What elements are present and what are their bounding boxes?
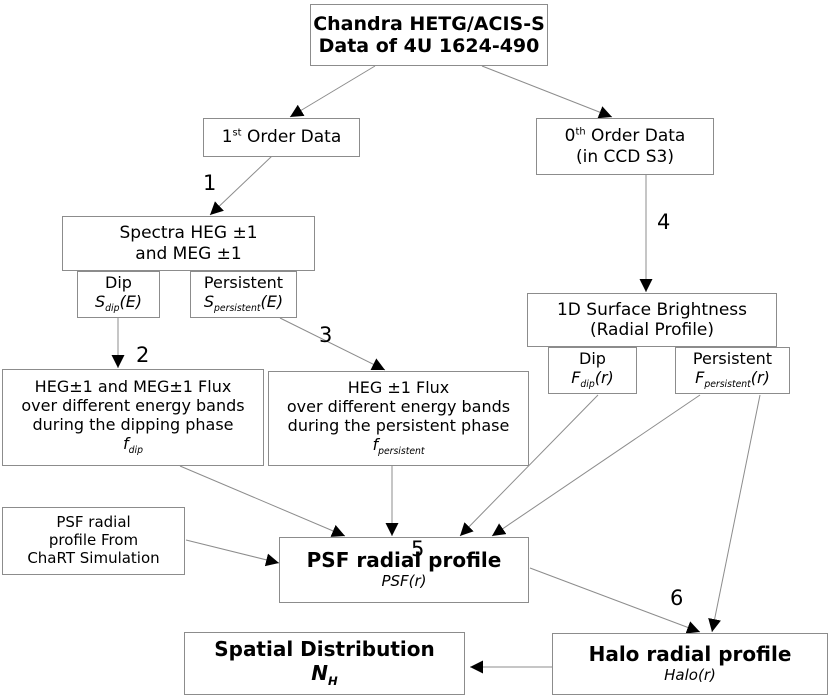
step-5-label: 5 <box>411 537 425 561</box>
flux-dip-box: HEG±1 and MEG±1 Flux over different ener… <box>2 369 264 466</box>
spec-dip-symbol: Sdip(E) <box>94 291 143 315</box>
psf-simulation-box: PSF radial profile From ChaRT Simulation <box>2 507 185 575</box>
surf-dip-symbol: Fdip(r) <box>571 367 614 391</box>
zeroth-order-label: 0th Order Data <box>564 126 686 147</box>
surface-brightness-box: 1D Surface Brightness (Radial Profile) <box>527 293 777 347</box>
first-order-box: 1st Order Data <box>203 118 360 157</box>
arrow-first-order-to-spectra <box>209 155 273 216</box>
source-data-box: Chandra HETG/ACIS-S Data of 4U 1624-490 <box>310 4 548 66</box>
spectra-box: Spectra HEG ±1 and MEG ±1 <box>62 216 315 271</box>
flux-dip-symbol: fdip <box>123 433 143 456</box>
arrow-surf-persistent-to-psf <box>491 394 701 537</box>
flux-dip-line3: during the dipping phase <box>32 414 234 434</box>
surf-persistent-label: Persistent <box>692 349 773 368</box>
psf-sim-line1: PSF radial <box>56 513 131 532</box>
spectra-line2: and MEG ±1 <box>135 243 242 264</box>
surf-dip-label: Dip <box>579 349 606 368</box>
psf-symbol: PSF(r) <box>381 571 427 590</box>
spec-persistent-symbol: Spersistent(E) <box>203 291 284 315</box>
surface-line1: 1D Surface Brightness <box>556 299 748 320</box>
step-4-label: 4 <box>657 210 671 234</box>
arrow-surf-dip-to-psf <box>459 394 599 537</box>
psf-sim-line2: profile From <box>48 531 139 550</box>
psf-title: PSF radial profile <box>306 548 502 573</box>
flux-persistent-line3: during the persistent phase <box>287 415 510 435</box>
arrow-spec-persistent-to-flux-persistent <box>279 317 386 371</box>
step-2-label: 2 <box>136 343 150 367</box>
arrow-psf-sim-to-psf <box>185 539 280 567</box>
source-line1: Chandra HETG/ACIS-S <box>313 12 545 35</box>
arrow-flux-dip-to-psf <box>179 465 346 537</box>
halo-radial-profile-box: Halo radial profile Halo(r) <box>552 633 828 695</box>
spec-persistent-box: Persistent Spersistent(E) <box>190 271 297 318</box>
spatial-distribution-box: Spatial Distribution NH <box>184 632 465 695</box>
surf-persistent-symbol: Fpersistent(r) <box>695 367 770 391</box>
flux-dip-line2: over different energy bands <box>21 396 245 415</box>
halo-symbol: Halo(r) <box>664 665 716 684</box>
halo-title: Halo radial profile <box>588 642 792 667</box>
surf-dip-box: Dip Fdip(r) <box>548 347 637 394</box>
spec-persistent-label: Persistent <box>203 273 284 292</box>
spectra-line1: Spectra HEG ±1 <box>119 223 258 244</box>
psf-radial-profile-box: PSF radial profile PSF(r) <box>279 537 529 603</box>
flux-persistent-line2: over different energy bands <box>286 397 511 416</box>
zeroth-order-box: 0th Order Data (in CCD S3) <box>536 118 714 175</box>
step-3-label: 3 <box>319 323 333 347</box>
flux-persistent-symbol: fpersistent <box>372 434 425 457</box>
arrow-surf-persistent-to-halo <box>708 394 761 633</box>
psf-sim-line3: ChaRT Simulation <box>27 548 160 567</box>
step-1-label: 1 <box>203 171 217 195</box>
surface-line2: (Radial Profile) <box>589 320 715 340</box>
spec-dip-box: Dip Sdip(E) <box>77 271 160 318</box>
arrow-psf-to-halo <box>529 567 701 634</box>
arrow-source-to-zeroth-order <box>481 65 613 119</box>
flux-persistent-box: HEG ±1 Flux over different energy bands … <box>268 371 529 466</box>
first-order-label: 1st Order Data <box>221 127 342 148</box>
spec-dip-label: Dip <box>105 273 132 292</box>
arrow-source-to-first-order <box>289 65 376 118</box>
flux-persistent-line1: HEG ±1 Flux <box>347 378 450 398</box>
surf-persistent-box: Persistent Fpersistent(r) <box>675 347 790 394</box>
spatial-symbol: NH <box>311 660 338 688</box>
zeroth-order-ccd: (in CCD S3) <box>575 146 674 167</box>
flux-dip-line1: HEG±1 and MEG±1 Flux <box>34 377 232 397</box>
step-6-label: 6 <box>670 586 684 610</box>
source-line2: Data of 4U 1624-490 <box>318 35 540 57</box>
spatial-title: Spatial Distribution <box>214 637 435 662</box>
